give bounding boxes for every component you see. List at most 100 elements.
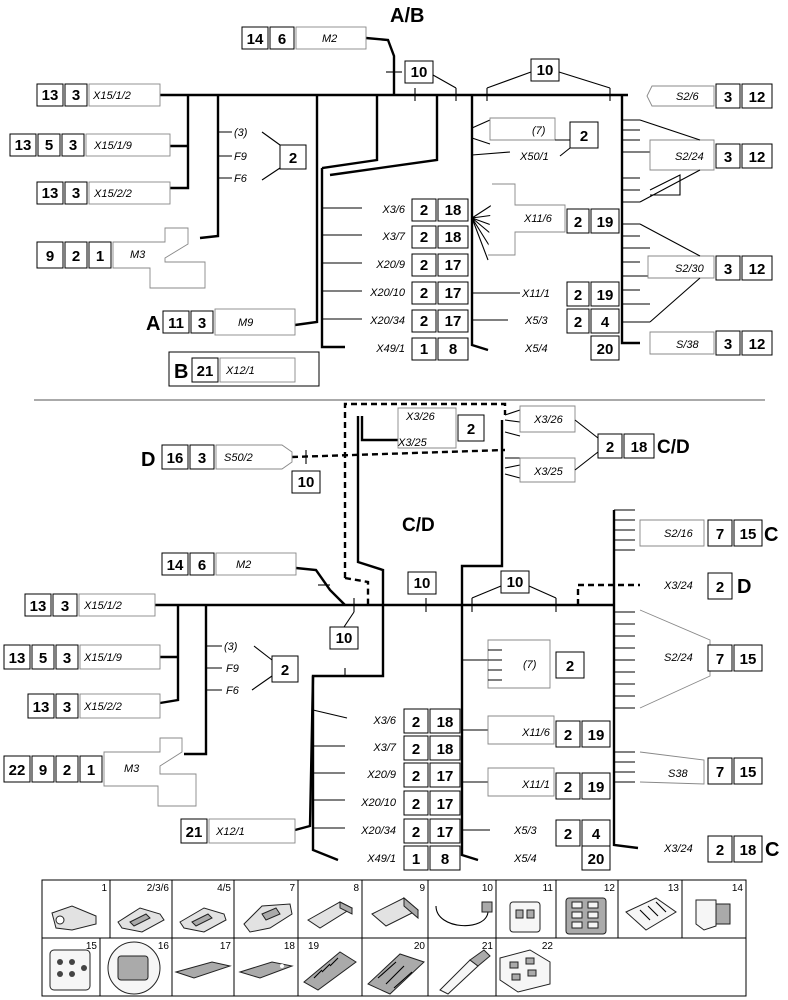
split-b-count: 10 [507, 574, 524, 591]
s2-16-label: S2/16 [664, 528, 694, 540]
x15-1-2-qty: 13 [42, 87, 59, 104]
two-pin-housing-icon [509, 901, 541, 933]
s2-16-a: 7 [716, 526, 724, 543]
x11-6b-label: X11/6 [521, 727, 551, 739]
s2-16-letter: C [764, 524, 778, 546]
s38b-label: S38 [668, 768, 688, 780]
split-c-count: 10 [336, 630, 353, 647]
x11-1-label: X11/1 [521, 288, 550, 300]
split-count-b: 10 [537, 62, 554, 79]
cable-plug-icon [625, 897, 677, 931]
mid-row-a: 1 [412, 851, 420, 868]
s2-6-a: 3 [724, 89, 732, 106]
mid-row-a: 2 [420, 313, 428, 330]
mid-row-b: 17 [445, 257, 462, 274]
m9-type: 3 [198, 315, 206, 332]
m9-qty: 11 [168, 315, 184, 332]
m2-type: 6 [278, 31, 286, 48]
x15-2-2b-label: X15/2/2 [83, 701, 122, 713]
mid-row-a: 2 [412, 741, 420, 758]
s38-a: 3 [724, 336, 732, 353]
x15-1-9b-type: 3 [63, 650, 71, 667]
fuse-label-f6: F6 [234, 173, 248, 185]
pin-contact-icon [439, 949, 491, 995]
m2-label: M2 [322, 33, 337, 45]
x15-2-2-qty: 13 [42, 185, 59, 202]
s2-24-b: 12 [749, 149, 766, 166]
part-number: 14 [732, 883, 744, 894]
part-number: 13 [668, 883, 680, 894]
part-number: 19 [308, 941, 320, 952]
part-number: 8 [353, 883, 359, 894]
x12b-qty: 21 [186, 824, 203, 841]
mid-row-b: 17 [437, 768, 454, 785]
s38-b: 12 [749, 336, 766, 353]
x15-1-2b-label: X15/1/2 [83, 600, 122, 612]
x11-6-b: 19 [597, 214, 614, 231]
x12-letter: B [174, 361, 188, 383]
m2b-qty: 14 [167, 557, 184, 574]
split-box-b [530, 58, 560, 82]
x5-4b-b: 20 [588, 851, 605, 868]
m9-label: M9 [238, 317, 253, 329]
part-number: 10 [482, 883, 494, 894]
x3-2-count: 2 [467, 421, 475, 438]
cd-pair-b: 18 [631, 439, 648, 456]
round-connector-icon [107, 941, 161, 995]
mid-row-b: 18 [437, 714, 454, 731]
cd-pair-letter: C/D [657, 437, 690, 458]
m3b-n9: 9 [39, 762, 47, 779]
top-connectors: 14 6 M2 10 10 13 3 X15/1/2 13 5 3 X15/1/… [9, 26, 773, 387]
x12-qty: 21 [197, 363, 214, 380]
x15-2-2-label: X15/2/2 [93, 188, 132, 200]
part-number: 7 [289, 883, 295, 894]
mid-row-label: X20/10 [369, 287, 406, 299]
x3-24d-a: 2 [716, 579, 724, 596]
mid-row-a: 2 [420, 202, 428, 219]
section-title-cd: C/D [402, 515, 435, 536]
fuse-holder-icon [303, 951, 357, 991]
s50-type: 3 [198, 450, 206, 467]
x15-1-9b-label: X15/1/9 [83, 652, 122, 664]
s2-30-b: 12 [749, 261, 766, 278]
x5-4b-label: X5/4 [513, 853, 537, 865]
part-number: 22 [542, 941, 554, 952]
s2-24b-label: S2/24 [664, 652, 693, 664]
x5-3b-b: 4 [592, 826, 601, 843]
x15-1-9-type: 3 [69, 137, 77, 154]
r7-count: 2 [580, 128, 588, 145]
m3b-n1: 1 [87, 762, 95, 779]
x3-24c-a: 2 [716, 842, 724, 859]
bottom-mid-rows: X3/6 2 18 X3/7 2 18 X20/9 2 17 X20/10 2 … [360, 708, 461, 871]
m3b-label: M3 [124, 763, 140, 775]
m9-letter: A [146, 313, 160, 335]
fuse-b-label-3: (3) [224, 641, 238, 653]
part-number: 1 [101, 883, 107, 894]
s50-label: S50/2 [224, 452, 253, 464]
relay-socket-icon [367, 953, 425, 995]
s38b-b: 15 [740, 764, 757, 781]
s2-16-b: 15 [740, 526, 757, 543]
mid-row-b: 18 [445, 229, 462, 246]
mid-row-a: 1 [420, 341, 428, 358]
m3b-n2: 2 [63, 762, 71, 779]
angled-plug-icon [695, 899, 731, 931]
part-number: 9 [419, 883, 425, 894]
s2-24-label: S2/24 [675, 151, 704, 163]
x5-3-a: 2 [574, 314, 582, 331]
mid-row-b: 8 [449, 341, 457, 358]
x5-3b-label: X5/3 [513, 825, 538, 837]
mid-row-a: 2 [420, 229, 428, 246]
x11-1-b: 19 [597, 287, 614, 304]
r7b-count: 2 [566, 658, 574, 675]
bottom-connectors: C/D X3/26 X3/25 2 X3/26 X3/25 2 18 C/D D… [3, 405, 779, 871]
m3-n1: 1 [96, 248, 104, 265]
m3-qty: 9 [46, 248, 54, 265]
x15-1-2b-type: 3 [61, 598, 69, 615]
connector-block-icon [49, 949, 91, 991]
fuse-count: 2 [289, 150, 297, 167]
s2-24b-a: 7 [716, 651, 724, 668]
m2b-type: 6 [198, 557, 206, 574]
